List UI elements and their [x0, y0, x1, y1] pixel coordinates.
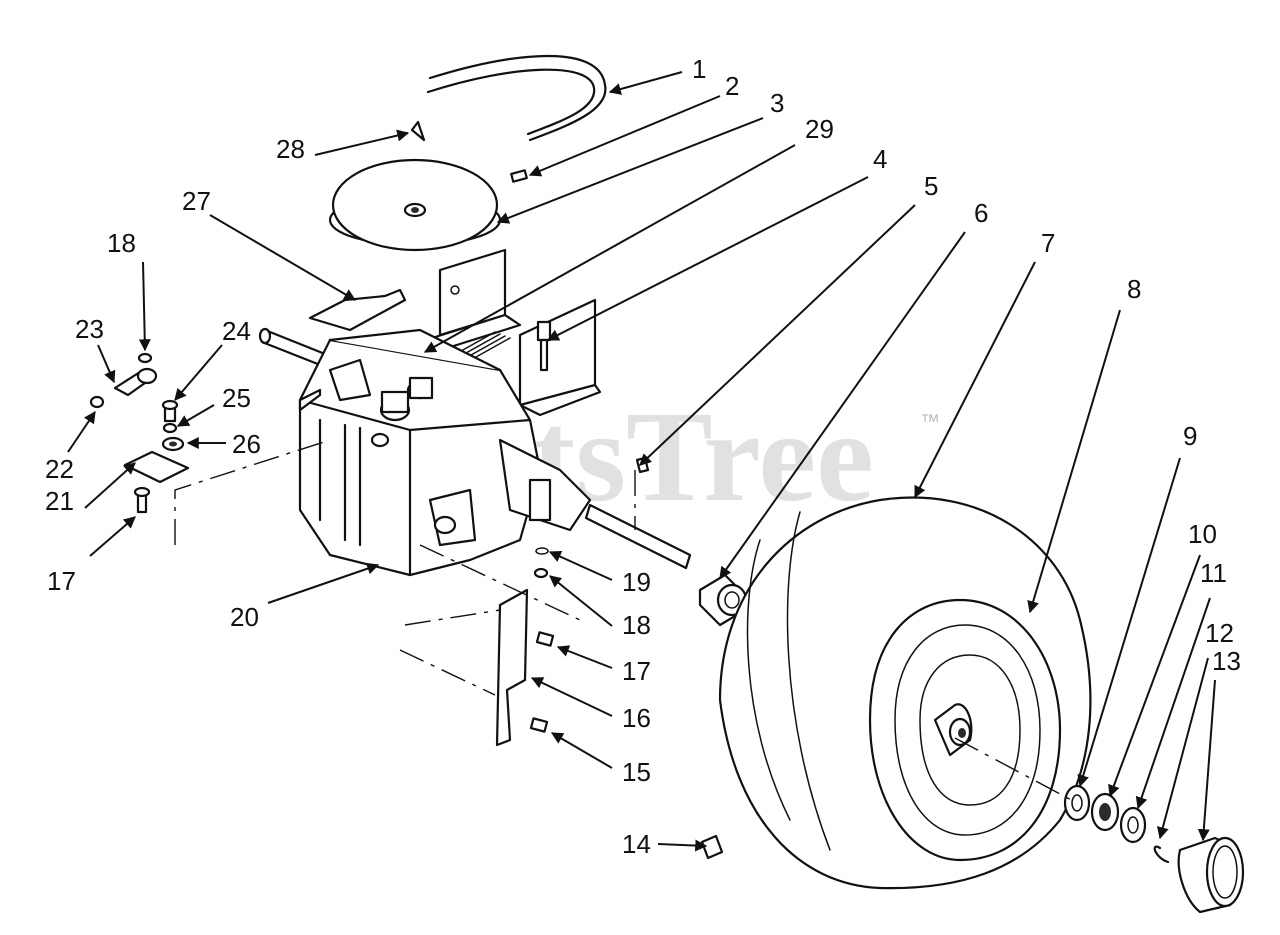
callout-2: 2 [725, 71, 739, 101]
leader-lines [67, 71, 1216, 852]
transaxle [298, 328, 592, 577]
bracket-plate [308, 288, 407, 332]
callout-11: 11 [1200, 558, 1227, 588]
callout-27: 27 [182, 186, 211, 216]
callout-23: 23 [75, 314, 104, 344]
callout-19: 19 [622, 567, 651, 597]
callout-9: 9 [1183, 421, 1197, 451]
callout-1: 1 [692, 54, 706, 84]
callout-15: 15 [622, 757, 651, 787]
hex-nut [533, 567, 549, 579]
left-hardware [89, 352, 190, 514]
callout-16: 16 [622, 703, 651, 733]
callout-13: 13 [1212, 646, 1241, 676]
callout-4: 4 [873, 144, 887, 174]
wheel-assembly [718, 496, 1092, 890]
pulley [328, 158, 502, 252]
callout-18-left: 18 [107, 228, 136, 258]
callout-7: 7 [1041, 228, 1055, 258]
set-screw [510, 169, 528, 183]
callout-14: 14 [622, 829, 651, 859]
callout-8: 8 [1127, 274, 1141, 304]
callout-20: 20 [230, 602, 259, 632]
mounting-bracket [518, 298, 602, 417]
callout-6: 6 [974, 198, 988, 228]
callout-25: 25 [222, 383, 251, 413]
lower-bracket [495, 588, 555, 747]
alignment-lines [174, 439, 1076, 803]
callout-29: 29 [805, 114, 834, 144]
callout-26: 26 [232, 429, 261, 459]
callout-17-right: 17 [622, 656, 651, 686]
callout-18-right: 18 [622, 610, 651, 640]
callout-17-left: 17 [47, 566, 76, 596]
callout-28: 28 [276, 134, 305, 164]
lock-washer [535, 547, 549, 555]
callout-12: 12 [1205, 618, 1234, 648]
drive-belt [426, 54, 607, 142]
hub-cap [1177, 836, 1245, 914]
callout-3: 3 [770, 88, 784, 118]
callout-10: 10 [1188, 519, 1217, 549]
washers [1063, 784, 1170, 864]
callout-24: 24 [222, 316, 251, 346]
callout-22: 22 [45, 454, 74, 484]
key [410, 120, 426, 142]
callout-labels: 1 2 3 29 4 5 6 7 8 9 10 11 12 13 14 15 1… [45, 54, 1241, 859]
callout-5: 5 [924, 171, 938, 201]
watermark-trademark: ™ [920, 411, 940, 433]
callout-21: 21 [45, 486, 74, 516]
valve-stem [700, 834, 724, 860]
